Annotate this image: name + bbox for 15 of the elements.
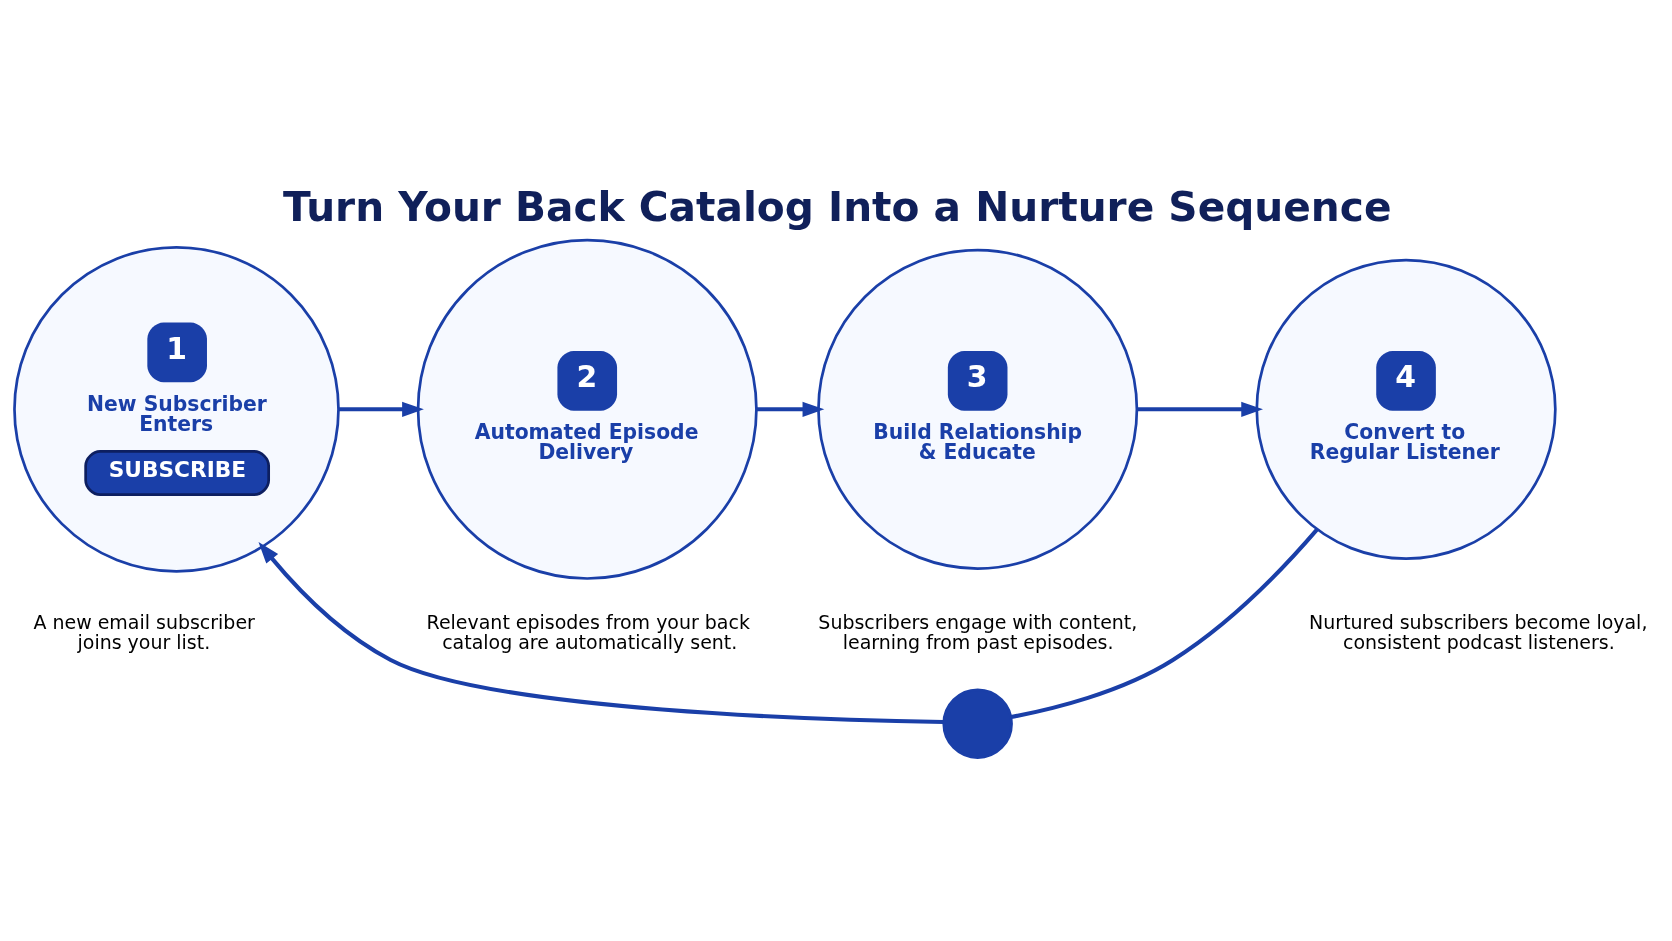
- node-circle: 4 Convert to Regular Listener: [1255, 258, 1557, 560]
- node-circle: 2 Automated Episode Delivery: [416, 238, 758, 580]
- node-label: Nurtured subscribers become loyal, consistent podcast listeners.: [1309, 610, 1648, 653]
- arrow: [756, 401, 825, 417]
- node-circle: 1 New Subscriber Enters SUBSCRIBE: [13, 245, 340, 573]
- arrow: [258, 541, 944, 724]
- node-label: A new email subscriber joins your list.: [33, 610, 255, 653]
- node-label: Subscribers engage with content, learning from past episodes.: [818, 610, 1138, 653]
- node-label: Relevant episodes from your back catalog are automatically sent.: [426, 610, 750, 653]
- diagram-title: Turn Your Back Catalog Into a Nurture Sequence: [282, 182, 1392, 231]
- node-circle: [942, 687, 1013, 759]
- arrow: [1137, 401, 1263, 417]
- node-circle: 3 Build Relationship & Educate: [817, 248, 1139, 570]
- connector: [1010, 527, 1319, 719]
- arrow: [338, 401, 424, 417]
